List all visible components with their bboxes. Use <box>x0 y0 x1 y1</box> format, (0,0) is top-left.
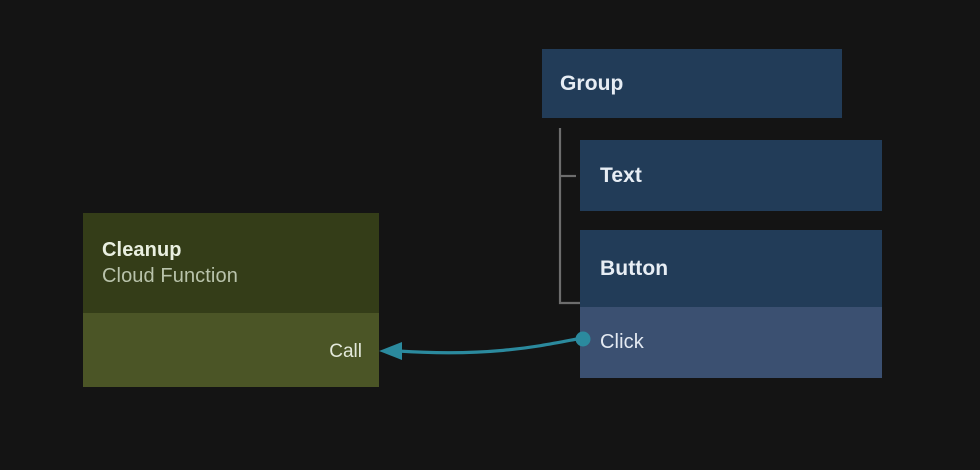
group-node-title: Group <box>560 71 624 95</box>
connection-arrowhead <box>379 342 402 360</box>
button-node-header[interactable]: Button <box>580 230 882 307</box>
function-node-header[interactable]: Cleanup Cloud Function <box>83 213 379 313</box>
function-node-port-call[interactable]: Call <box>83 313 379 387</box>
text-node-title: Text <box>600 163 643 187</box>
button-node-title: Button <box>600 256 669 280</box>
node-group[interactable]: Group <box>542 49 842 118</box>
port-label-call: Call <box>329 341 362 362</box>
connection-click-to-call[interactable] <box>370 320 595 380</box>
function-node-title: Cleanup <box>102 239 182 261</box>
node-cleanup-cloud-function[interactable]: Cleanup Cloud Function Call <box>83 213 379 387</box>
node-text[interactable]: Text <box>580 140 882 211</box>
node-button[interactable]: Button Click <box>580 230 882 378</box>
port-label-click: Click <box>600 331 644 353</box>
button-node-port-click[interactable]: Click <box>580 307 882 378</box>
function-node-subtitle: Cloud Function <box>102 265 238 287</box>
